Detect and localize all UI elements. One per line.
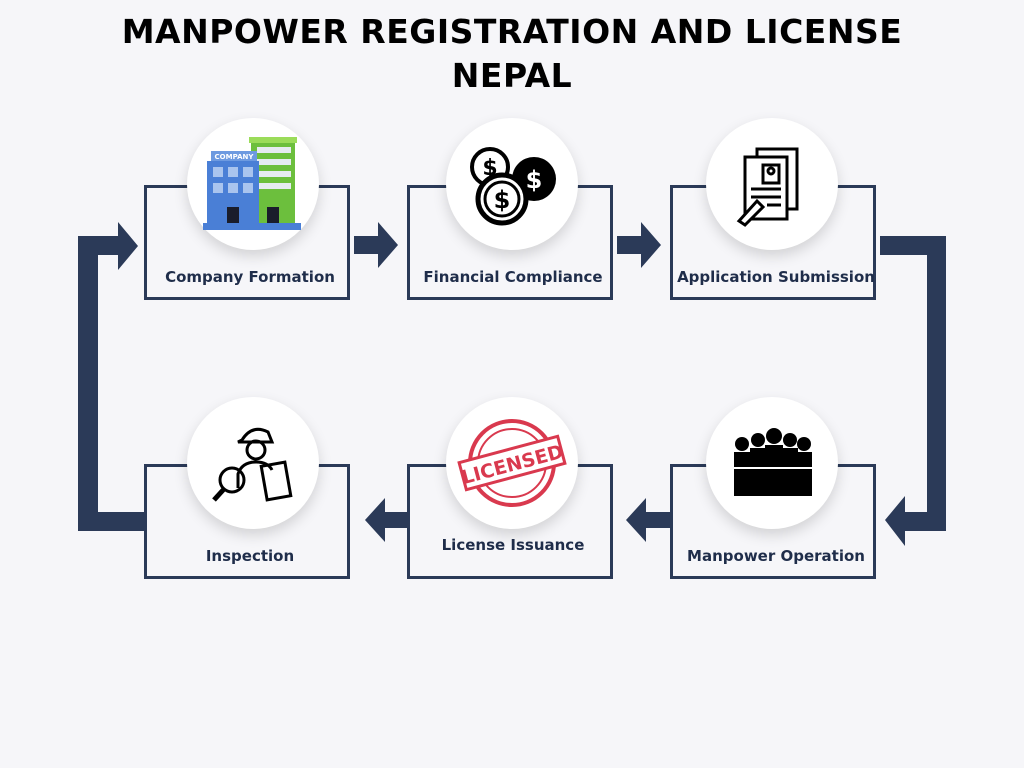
licensed-stamp-icon: LICENSED bbox=[446, 397, 578, 529]
svg-text:$: $ bbox=[494, 186, 511, 214]
svg-text:$: $ bbox=[526, 166, 543, 194]
svg-text:COMPANY: COMPANY bbox=[215, 153, 255, 161]
arrow-4-to-5 bbox=[626, 498, 670, 542]
arrow-5-to-6 bbox=[365, 498, 407, 542]
arrow-loop-right bbox=[880, 236, 946, 546]
workers-group-icon bbox=[706, 397, 838, 529]
arrow-2-to-3 bbox=[617, 222, 661, 268]
arrow-1-to-2 bbox=[354, 222, 398, 268]
arrow-loop-left bbox=[78, 222, 144, 531]
company-building-icon: COMPANY bbox=[187, 118, 319, 250]
dollar-coins-icon: $ $ $ bbox=[446, 118, 578, 250]
inspector-icon bbox=[187, 397, 319, 529]
application-document-icon bbox=[706, 118, 838, 250]
